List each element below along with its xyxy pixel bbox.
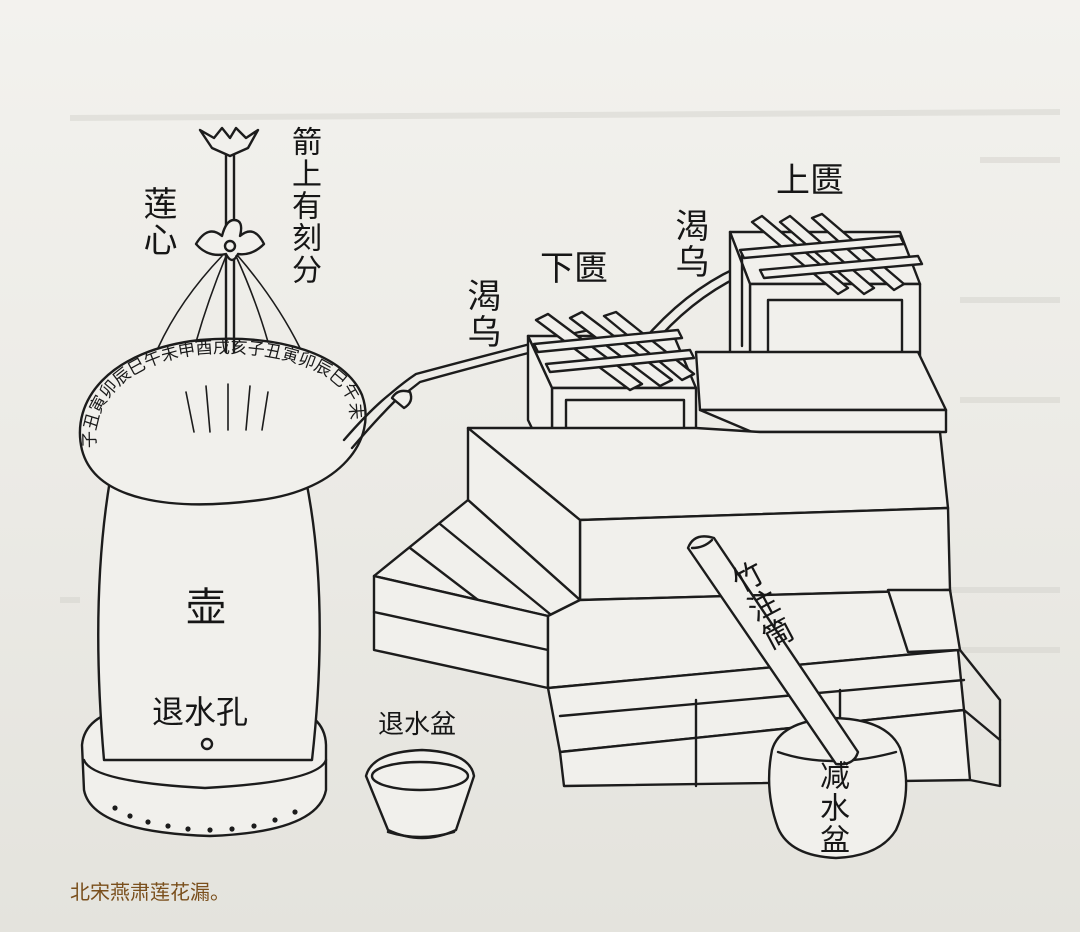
label-lotus-heart: 莲心	[137, 186, 177, 258]
top-lotus-icon	[198, 126, 260, 158]
label-upper-tank: 上匮	[776, 161, 844, 201]
label-arrow-scale: 箭上有刻分	[286, 126, 321, 286]
vessel-group: 子丑寅卯辰巳午未申酉戌亥子丑寅卯辰巳午未	[78, 126, 367, 838]
lotus-heart-flower-icon	[194, 218, 266, 262]
label-vessel: 壶	[186, 585, 226, 631]
label-reduce-basin: 减水盆	[814, 760, 849, 856]
figure-caption: 北宋燕肃莲花漏。	[70, 880, 230, 904]
page-bleed-through	[60, 109, 1061, 653]
vessel-body	[97, 478, 321, 762]
base-dots	[112, 805, 298, 833]
support-strings	[157, 255, 301, 349]
drain-hole-icon	[200, 737, 214, 751]
vessel-rim	[78, 337, 367, 506]
float-rays	[185, 383, 269, 433]
label-arrow-scale-col1: 箭上有刻分	[286, 126, 321, 286]
label-drain-hole: 退水孔	[152, 693, 249, 731]
reduce-basin-group	[686, 535, 908, 860]
label-lower-tank: 下匮	[540, 249, 608, 289]
bamboo-tube	[686, 535, 860, 766]
label-drain-basin: 退水盆	[378, 710, 457, 740]
upper-tank-crossbars	[738, 212, 924, 296]
label-lower-siphon: 渴乌	[461, 278, 501, 350]
label-upper-siphon: 渴乌	[669, 208, 709, 280]
lower-tank-crossbars	[532, 310, 696, 392]
drain-basin-group	[364, 748, 476, 840]
